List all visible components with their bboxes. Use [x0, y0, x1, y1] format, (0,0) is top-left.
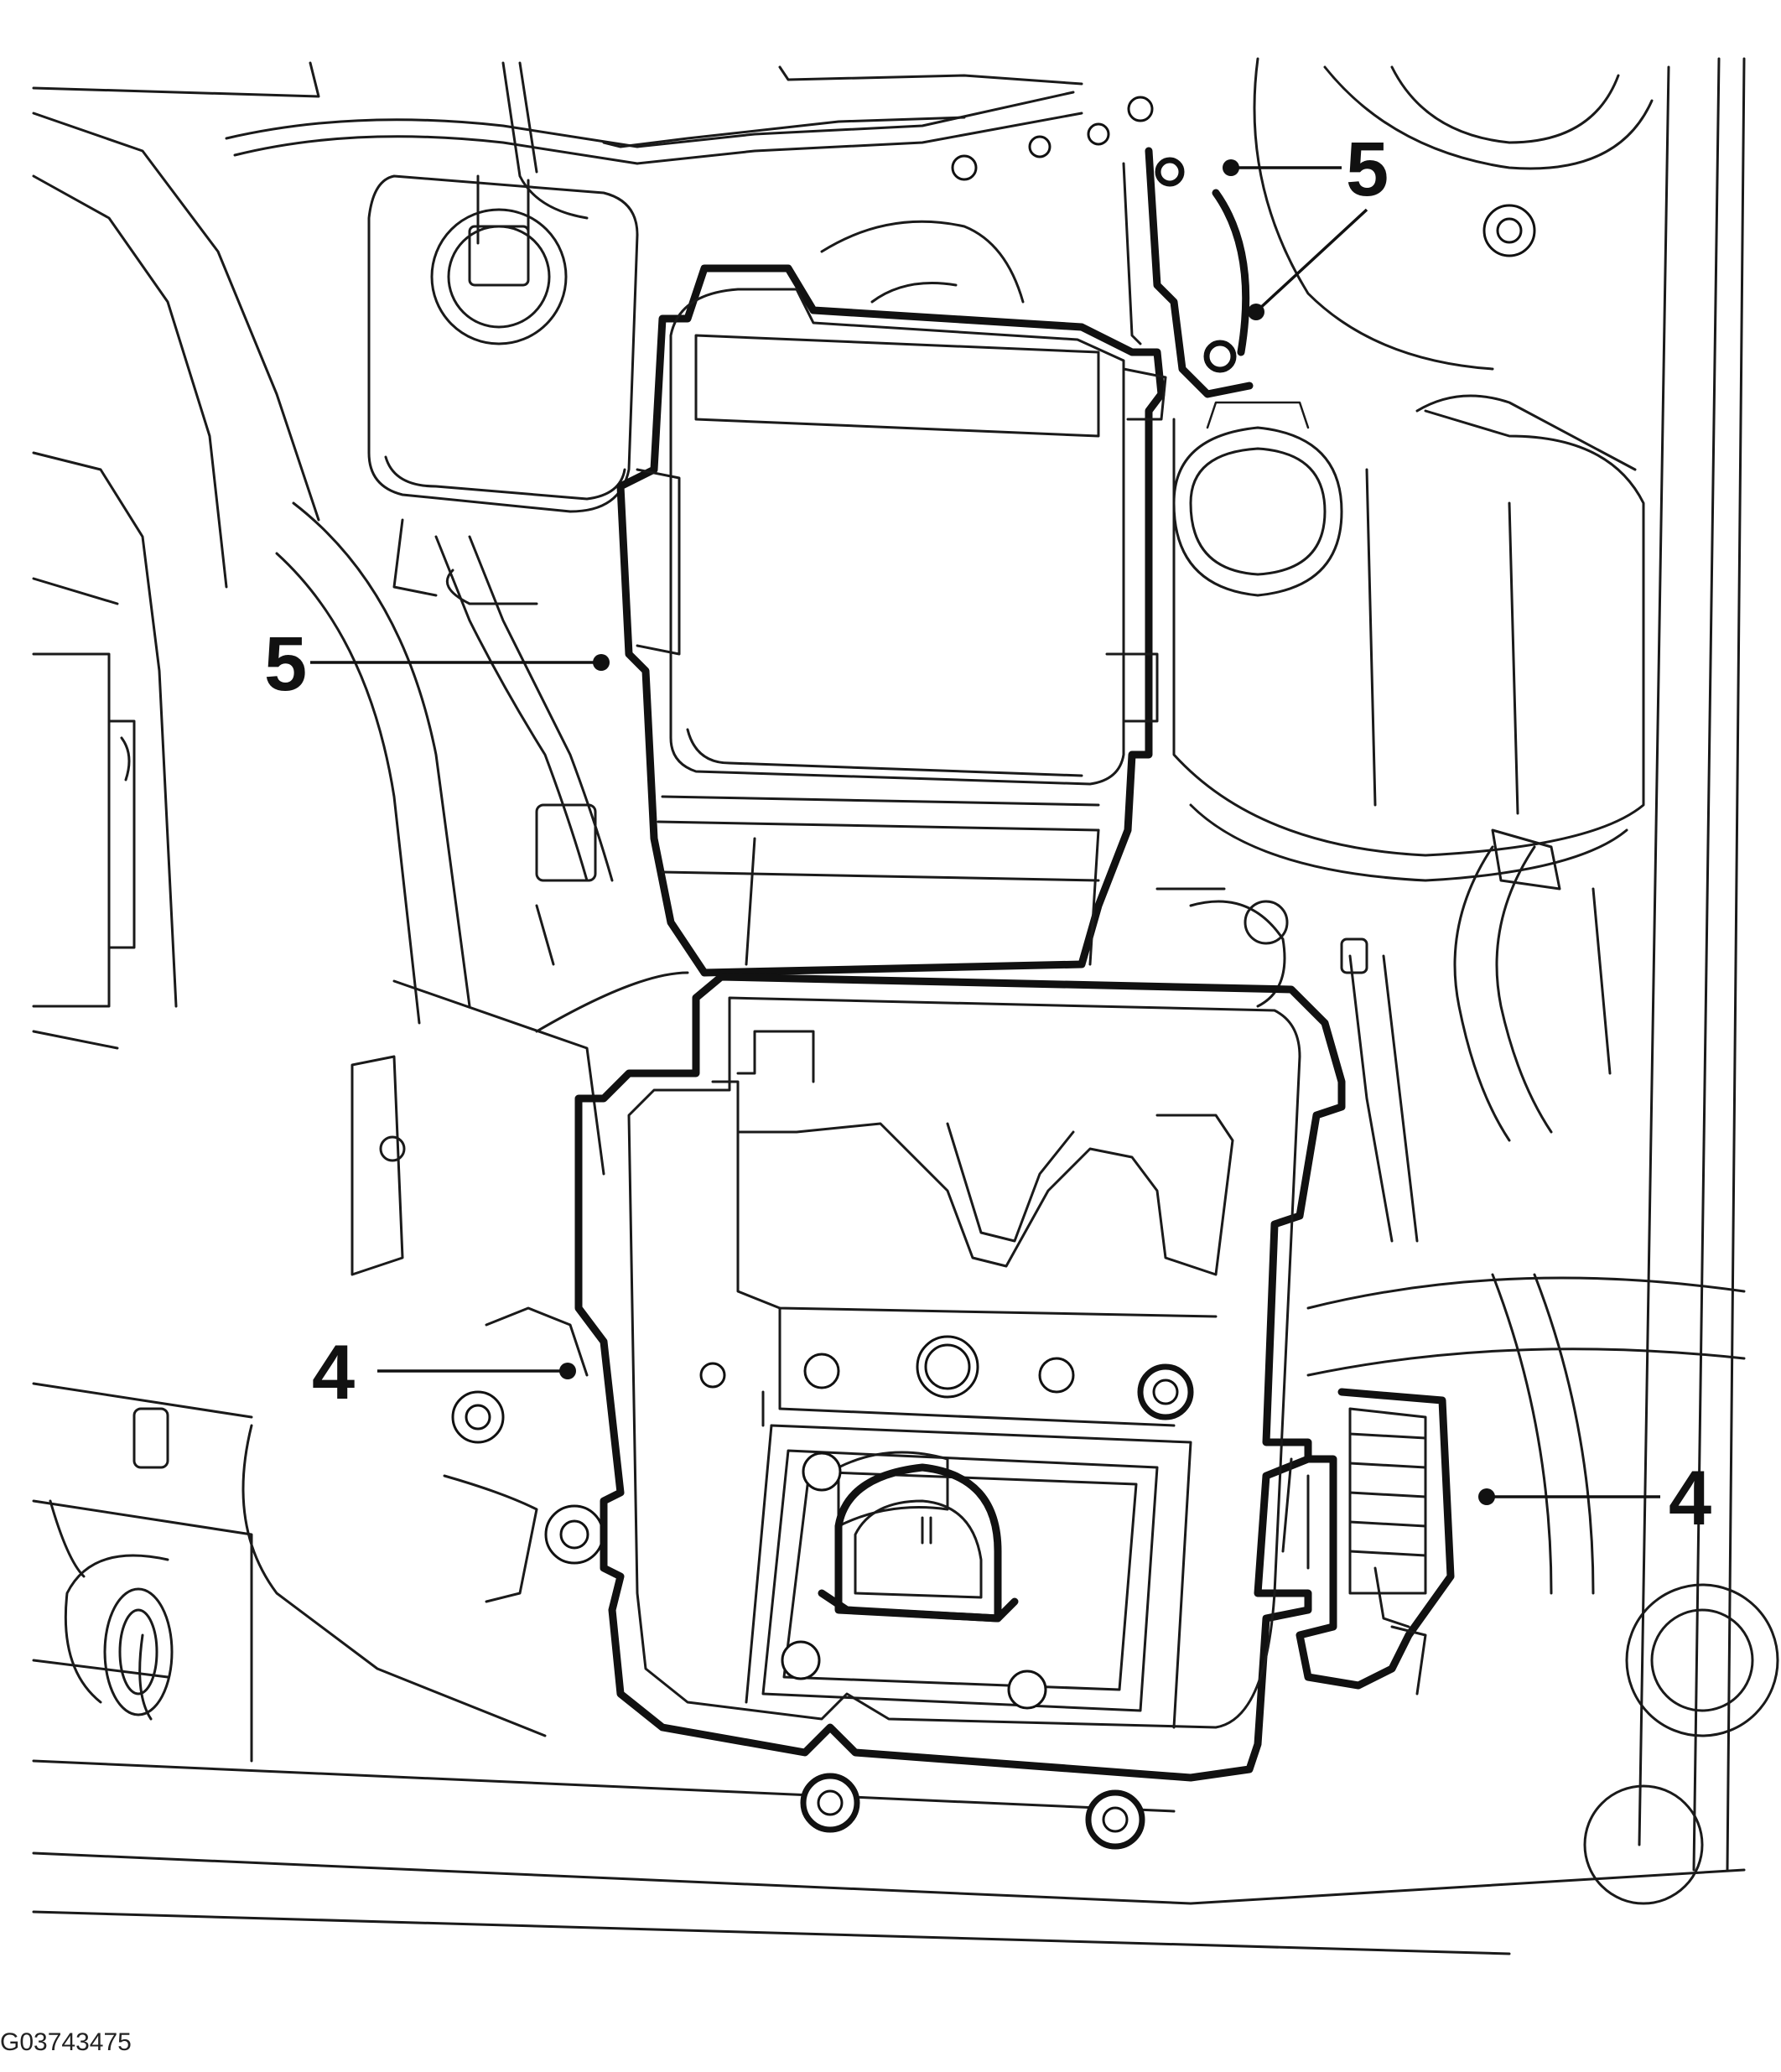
callout-leaders: [310, 159, 1660, 1505]
callout-5c-dot: [593, 654, 610, 671]
figure-id-label: G03743475: [0, 2028, 132, 2056]
callout-4b-dot: [1478, 1488, 1495, 1505]
callout-4a-dot: [559, 1363, 576, 1379]
callout-label-4-left: 4: [312, 1330, 355, 1415]
background-linework: [32, 57, 1779, 1955]
callout-label-4-right: 4: [1669, 1456, 1711, 1541]
callout-5b-dot: [1248, 304, 1264, 320]
upper-control-module: [616, 220, 1167, 977]
lower-control-module: [574, 973, 1455, 1850]
module-nuts: [699, 1335, 1194, 1850]
callout-labels: 5 5 4 4: [264, 127, 1711, 1541]
upper-fasteners: [951, 96, 1536, 398]
callout-label-5-upper: 5: [1346, 127, 1389, 212]
callout-label-5-left: 5: [264, 621, 307, 707]
callout-5a-dot: [1223, 159, 1239, 176]
